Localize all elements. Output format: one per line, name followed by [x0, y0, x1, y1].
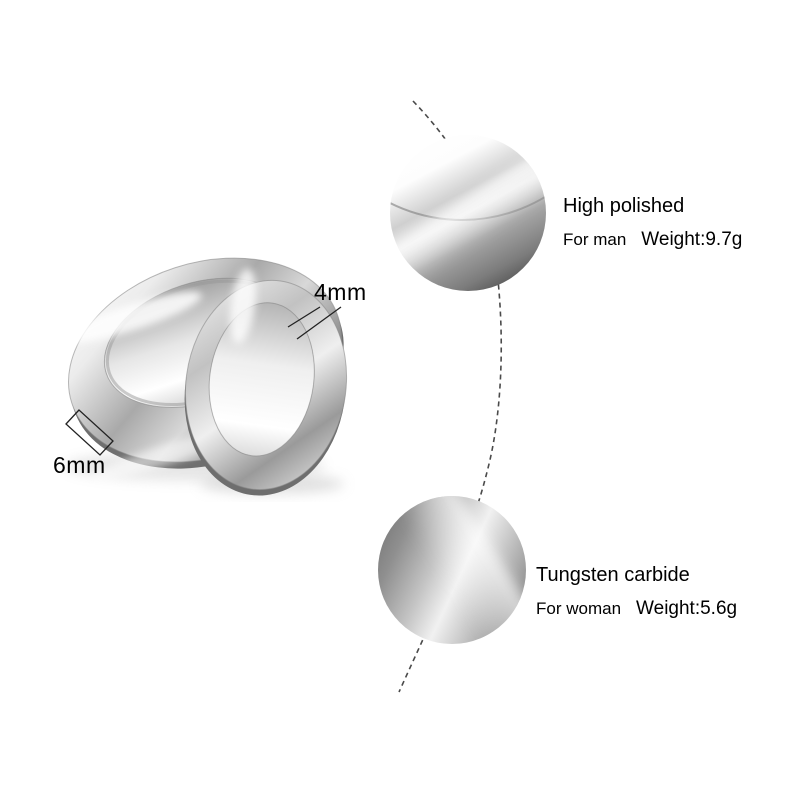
- large-ring-highlight: [64, 291, 202, 343]
- callout-weight-woman: Weight:5.6g: [636, 598, 738, 619]
- metal-highlight-streak: [384, 496, 526, 644]
- detail-circle-high-polished: [390, 135, 546, 291]
- callout-text-bottom: Tungsten carbide For woman Weight:5.6g: [536, 564, 737, 620]
- callout-title-high-polished: High polished: [563, 195, 685, 217]
- dimension-pointer-4mm: [287, 306, 342, 340]
- dimension-label-6mm: 6mm: [53, 452, 106, 478]
- callout-audience-man: For man: [563, 230, 627, 249]
- callout-weight-man: Weight:9.7g: [641, 229, 743, 250]
- detail-circle-tungsten: [378, 496, 526, 644]
- callout-audience-woman: For woman: [536, 599, 622, 618]
- small-ring-highlight: [229, 268, 256, 344]
- small-ring: [184, 268, 348, 496]
- dimension-label-4mm: 4mm: [314, 279, 367, 305]
- callout-text-top: High polished For man Weight:9.7g: [563, 195, 742, 251]
- dimension-marker-6mm: [65, 409, 114, 456]
- small-ring-band: [184, 279, 348, 491]
- callout-title-tungsten-carbide: Tungsten carbide: [536, 564, 690, 586]
